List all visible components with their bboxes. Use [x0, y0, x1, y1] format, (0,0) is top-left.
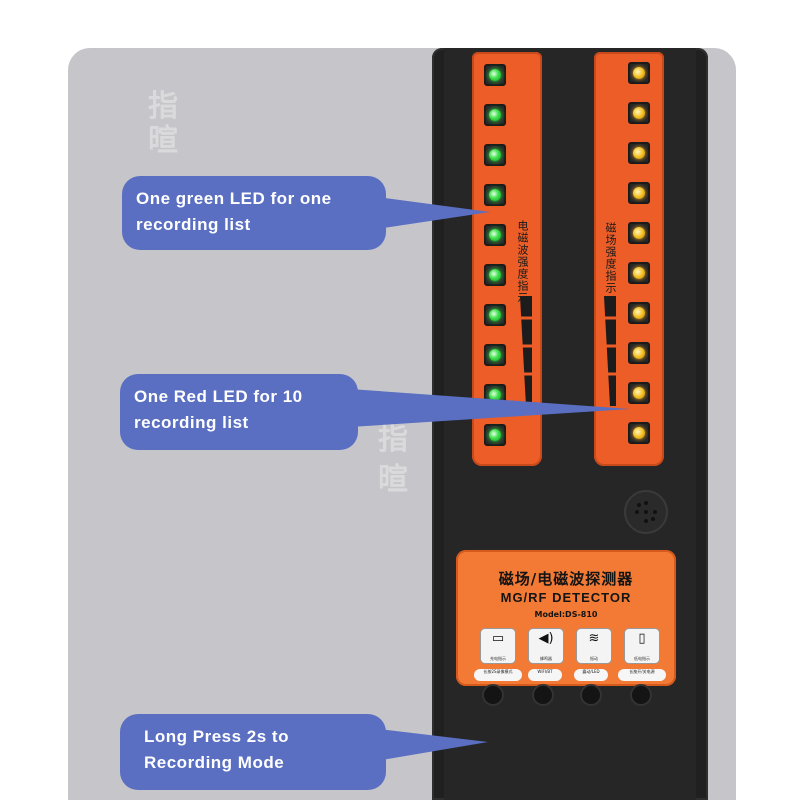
watermark-logo-2: 指暄: [378, 422, 408, 497]
yellow-led-1: [628, 62, 650, 84]
low-battery-icon-tile: ▯ 低电指示: [624, 628, 660, 664]
green-led-light: [489, 389, 501, 401]
callout-line: One green LED for one: [136, 189, 332, 208]
icon-caption: 振动: [590, 656, 598, 661]
green-led-7: [484, 304, 506, 326]
yellow-led-4: [628, 182, 650, 204]
yellow-led-10: [628, 422, 650, 444]
green-led-light: [489, 149, 501, 161]
button-label-power: 长按开/关电源: [618, 669, 666, 681]
callout-line: recording list: [134, 413, 249, 432]
callout-line: Long Press 2s to: [144, 727, 289, 746]
battery-icon: ▭: [491, 631, 505, 646]
green-led-3: [484, 144, 506, 166]
callout-long-press: Long Press 2s to Recording Mode: [120, 714, 386, 790]
speaker-icon: ◀): [538, 631, 554, 646]
device-title-en: MG/RF DETECTOR: [500, 590, 632, 605]
green-led-6: [484, 264, 506, 286]
icon-caption: 低电指示: [634, 656, 650, 661]
callout-line: One Red LED for 10: [134, 387, 303, 406]
device-title-cn: 磁场/电磁波探测器: [498, 570, 634, 588]
yellow-led-light: [633, 227, 645, 239]
speaker-icon-tile: ◀) 蜂鸣器: [528, 628, 564, 664]
yellow-led-2: [628, 102, 650, 124]
device-model: Model:DS-810: [534, 610, 598, 619]
yellow-led-light: [633, 267, 645, 279]
green-led-light: [489, 269, 501, 281]
yellow-led-light: [633, 347, 645, 359]
green-led-light: [489, 109, 501, 121]
callout-green-led: One green LED for one recording list: [122, 176, 386, 250]
callout-pointer-green: [370, 196, 490, 230]
green-led-light: [489, 309, 501, 321]
callout-pointer-red: [350, 389, 630, 427]
green-led-1: [484, 64, 506, 86]
green-led-5: [484, 224, 506, 246]
green-led-4: [484, 184, 506, 206]
vibration-icon-tile: ≋ 振动: [576, 628, 612, 664]
yellow-led-light: [633, 147, 645, 159]
speaker-grille: [624, 490, 668, 534]
yellow-led-3: [628, 142, 650, 164]
callout-pointer-long-press: [370, 728, 488, 762]
green-led-2: [484, 104, 506, 126]
yellow-led-8: [628, 342, 650, 364]
green-led-10: [484, 424, 506, 446]
battery-icon-tile: ▭ 充电指示: [480, 628, 516, 664]
left-strip-label: 电磁波强度指示: [516, 220, 529, 304]
callout-line: recording list: [136, 215, 251, 234]
yellow-led-light: [633, 107, 645, 119]
button-label-record: 长按2S录像模式: [474, 669, 522, 681]
right-strength-wedge: [604, 296, 616, 406]
green-led-light: [489, 429, 501, 441]
device-label-panel: 磁场/电磁波探测器 MG/RF DETECTOR Model:DS-810: [456, 550, 676, 686]
callout-red-led: One Red LED for 10 recording list: [120, 374, 358, 450]
green-led-light: [489, 349, 501, 361]
left-strength-wedge: [520, 296, 532, 406]
yellow-led-light: [633, 307, 645, 319]
yellow-led-light: [633, 427, 645, 439]
icon-caption: 蜂鸣器: [540, 656, 552, 661]
green-led-8: [484, 344, 506, 366]
low-battery-icon: ▯: [638, 631, 646, 646]
yellow-led-5: [628, 222, 650, 244]
green-led-light: [489, 69, 501, 81]
vibrate-led-button[interactable]: [580, 684, 602, 706]
yellow-led-7: [628, 302, 650, 324]
callout-line: Recording Mode: [144, 753, 285, 772]
button-label-wifi: WIFI/BT: [528, 669, 562, 681]
yellow-led-light: [633, 67, 645, 79]
wifi-bt-button[interactable]: [532, 684, 554, 706]
watermark-logo: 指暄: [148, 89, 178, 158]
vibration-icon: ≋: [588, 631, 600, 646]
record-mode-button[interactable]: [482, 684, 504, 706]
button-label-vibrate: 震动/LED: [574, 669, 608, 681]
yellow-led-light: [633, 387, 645, 399]
power-button[interactable]: [630, 684, 652, 706]
yellow-led-light: [633, 187, 645, 199]
green-led-light: [489, 189, 501, 201]
yellow-led-6: [628, 262, 650, 284]
green-led-light: [489, 229, 501, 241]
yellow-led-9: [628, 382, 650, 404]
right-strip-label: 磁场强度指示: [604, 222, 617, 294]
icon-caption: 充电指示: [490, 656, 506, 661]
